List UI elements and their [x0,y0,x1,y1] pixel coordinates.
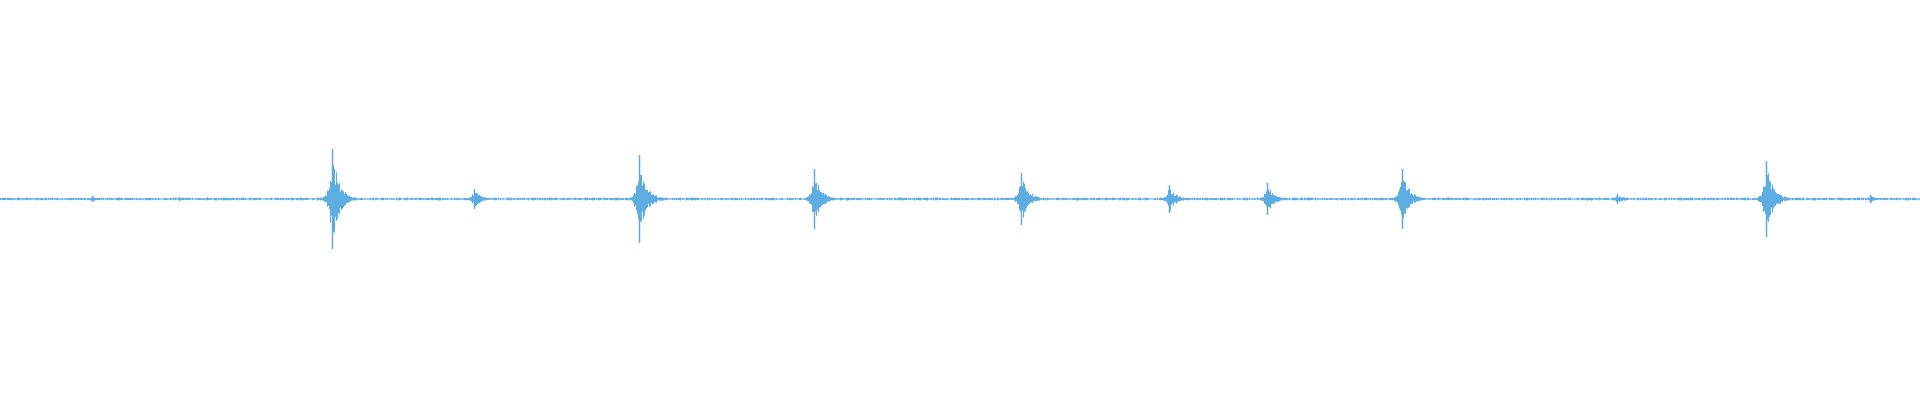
waveform-samples [0,154,1920,237]
waveform-events [91,149,1872,249]
waveform-samples-path [0,154,1920,237]
